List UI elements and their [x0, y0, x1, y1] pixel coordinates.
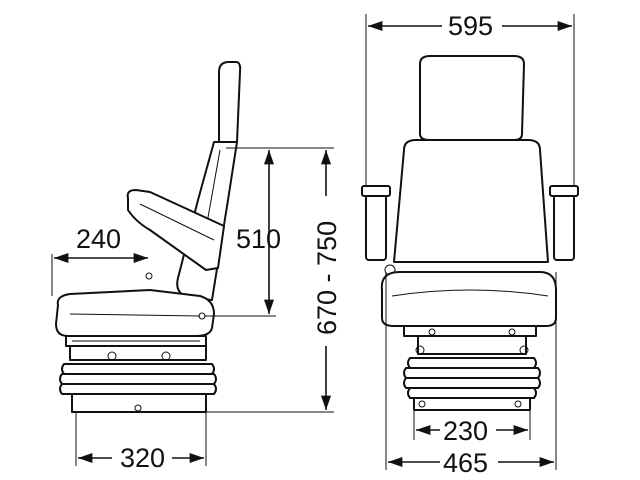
dim-label-595: 595 [448, 11, 493, 41]
front-view-seat [361, 55, 579, 411]
dim-label-320: 320 [120, 443, 165, 473]
dimension-510: 510 [204, 147, 281, 317]
dimension-670-750: 670 - 750 [206, 147, 345, 413]
dim-label-230: 230 [443, 416, 488, 446]
dim-label-510: 510 [236, 224, 281, 254]
dim-label-465: 465 [443, 448, 488, 478]
side-view-seat [55, 61, 242, 413]
dimension-240: 240 [51, 224, 148, 296]
dimension-320: 320 [75, 412, 207, 473]
dim-label-240: 240 [76, 224, 121, 254]
dimension-465: 465 [385, 272, 557, 478]
dim-label-670-750: 670 - 750 [312, 221, 342, 335]
dimension-230: 230 [413, 410, 531, 446]
dimension-595: 595 [365, 6, 575, 186]
